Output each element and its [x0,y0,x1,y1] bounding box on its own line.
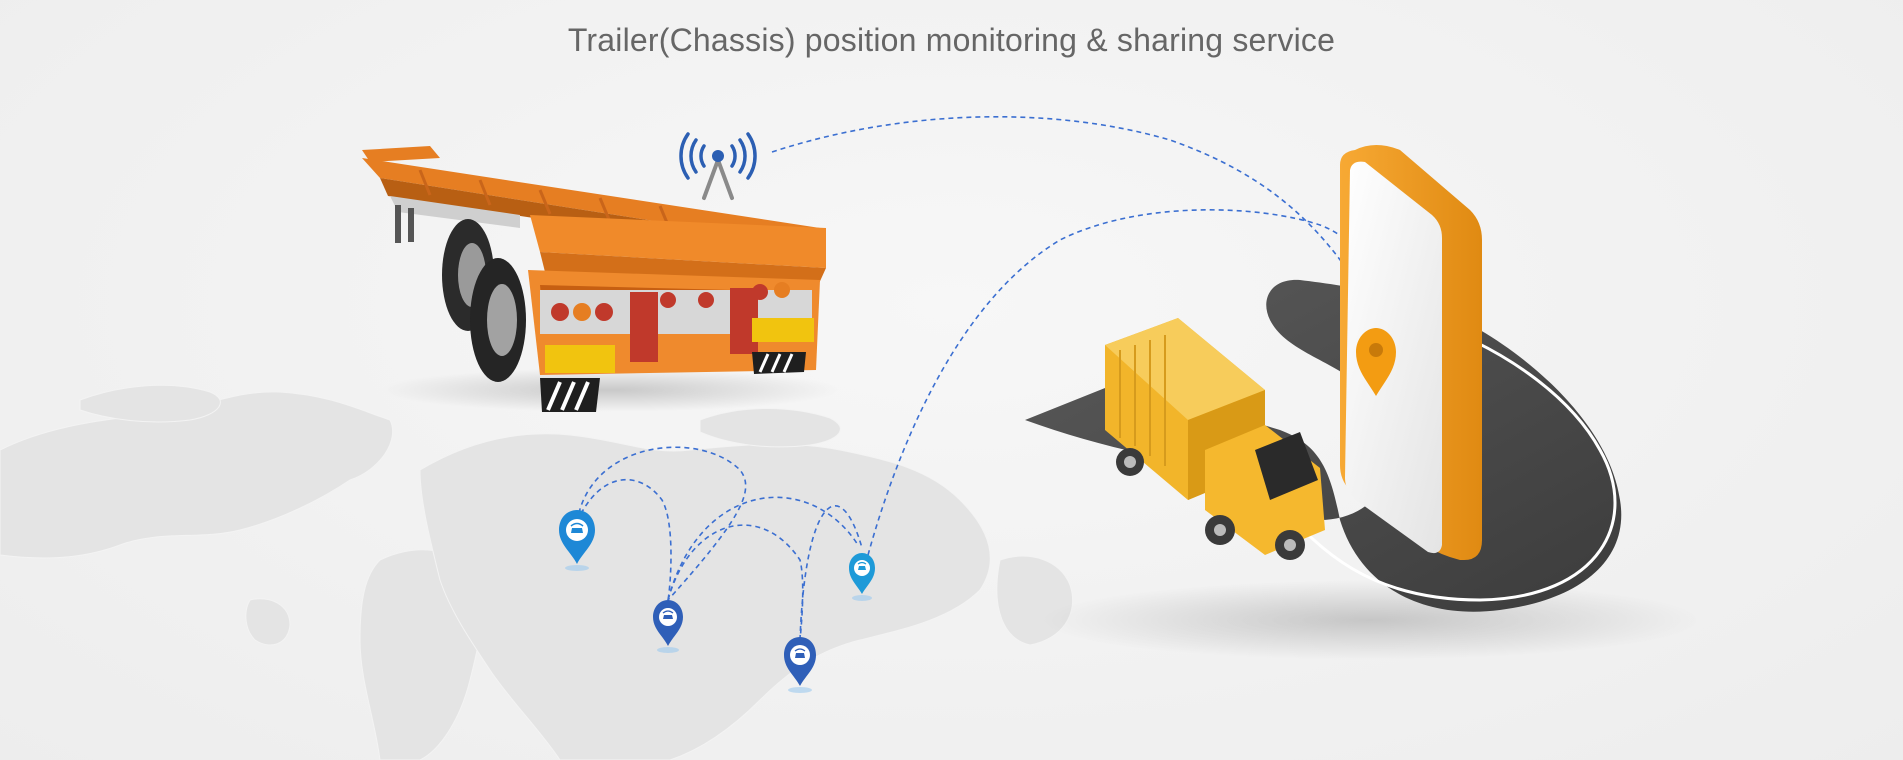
map-pin [784,637,816,693]
chassis-trailer [362,146,840,412]
delivery-truck [1105,318,1325,560]
map-pin [653,600,683,653]
map-pin [849,553,875,601]
map-pin [559,510,595,571]
page-title: Trailer(Chassis) position monitoring & s… [567,22,1336,58]
connection-lines [576,116,1379,641]
location-pin-icon [1356,328,1396,396]
wireless-antenna-icon [679,132,757,200]
road-scene [1025,145,1700,660]
world-map [0,384,1074,760]
